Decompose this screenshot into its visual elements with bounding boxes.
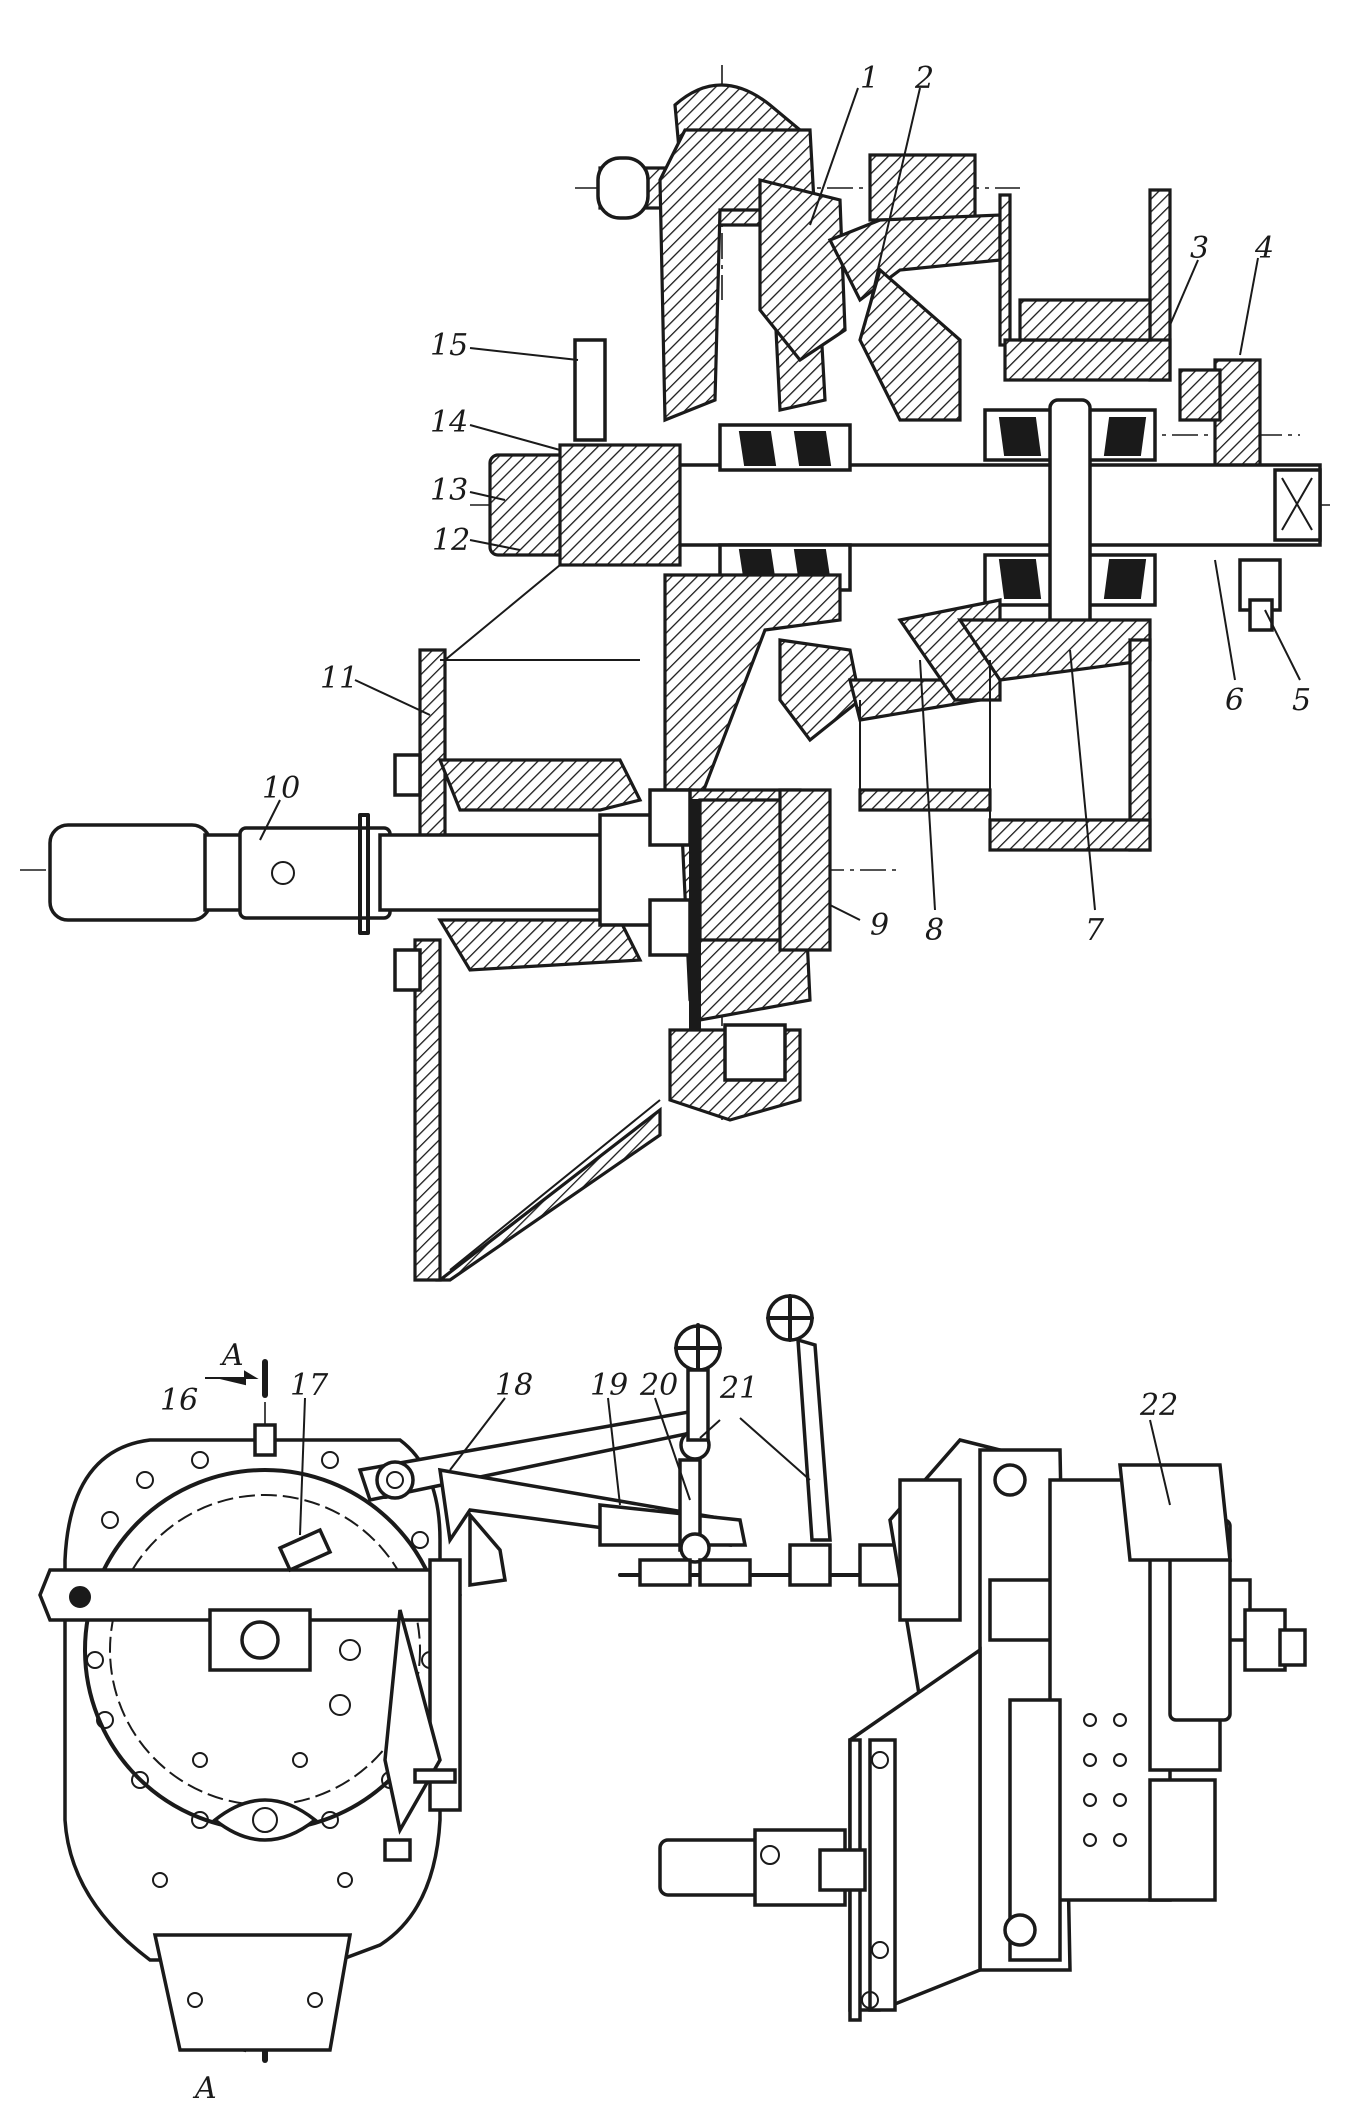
- label-6: 6: [1225, 683, 1244, 718]
- label-14: 14: [430, 405, 468, 440]
- bearing-right: [983, 398, 1157, 642]
- label-4: 4: [1254, 231, 1274, 266]
- label-21: 21: [719, 1371, 758, 1406]
- section-marker-bottom: A: [192, 2071, 217, 2106]
- label-5: 5: [1292, 683, 1311, 718]
- assembly-bolts: [861, 1713, 1127, 2009]
- label-2: 2: [914, 61, 934, 96]
- label-12: 12: [432, 523, 470, 558]
- label-7: 7: [1085, 913, 1105, 948]
- bolt: [1238, 558, 1282, 632]
- gearbox-section-view: [20, 65, 1330, 1282]
- label-19: 19: [590, 1368, 628, 1403]
- label-17: 17: [290, 1368, 329, 1403]
- label-22: 22: [1139, 1388, 1178, 1423]
- label-10: 10: [262, 771, 300, 806]
- label-11: 11: [320, 661, 358, 696]
- part-labels-top: 1 2 3 4 5 6 7 8 9 10 11 12 13 14 15: [262, 61, 1311, 948]
- mechanism-side-view: [38, 1294, 1307, 2063]
- label-15: 15: [430, 328, 468, 363]
- leader-lines-top: [259, 87, 1301, 921]
- label-18: 18: [495, 1368, 533, 1403]
- leader-lines-bottom: [299, 1397, 1171, 1536]
- label-8: 8: [925, 913, 944, 948]
- section-marker-top: A: [219, 1338, 244, 1373]
- label-1: 1: [860, 61, 879, 96]
- part-labels-bottom: 16 17 18 19 20 21 22 A A: [160, 1338, 1178, 2106]
- label-9: 9: [870, 908, 889, 943]
- label-3: 3: [1190, 231, 1209, 266]
- label-20: 20: [639, 1368, 678, 1403]
- label-13: 13: [430, 473, 468, 508]
- label-16: 16: [160, 1383, 198, 1418]
